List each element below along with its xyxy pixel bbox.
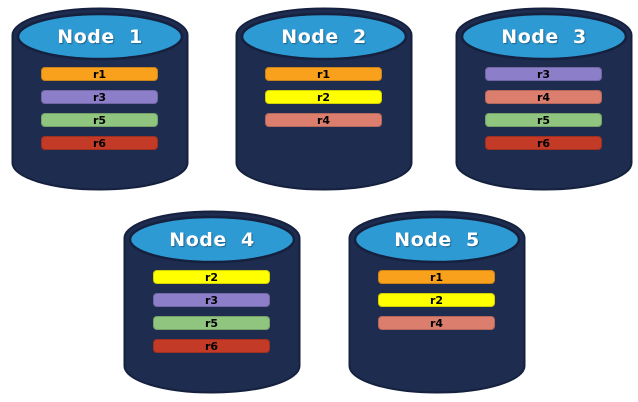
node-3: Node 3 r3 r4 r5 r6 [455,7,633,191]
replica-label: r5 [92,113,107,127]
node-5: Node 5 r1 r2 r4 [348,210,526,394]
replica-label: r2 [316,90,331,104]
replica-bar-r3: r3 [41,90,158,104]
replica-bar-r4: r4 [485,90,602,104]
replica-bar-r5: r5 [485,113,602,127]
replica-label: r2 [204,270,219,284]
node-title: Node 1 [57,26,143,48]
node-title: Node 2 [281,26,367,48]
replica-label: r3 [536,67,551,81]
node-title: Node 3 [501,26,587,48]
replica-label: r4 [316,113,331,127]
replica-label: r3 [204,293,219,307]
replica-bar-r2: r2 [153,270,270,284]
node-2: Node 2 r1 r2 r4 [235,7,413,191]
replica-bar-r5: r5 [41,113,158,127]
replica-bar-r3: r3 [153,293,270,307]
replica-label: r5 [204,316,219,330]
replica-bar-r1: r1 [41,67,158,81]
replica-label: r5 [536,113,551,127]
replica-bar-r5: r5 [153,316,270,330]
replica-label: r6 [204,339,219,353]
replica-bar-r6: r6 [153,339,270,353]
node-title: Node 5 [394,229,480,251]
replica-bar-r1: r1 [265,67,382,81]
replica-label: r1 [429,270,444,284]
replica-bar-r2: r2 [265,90,382,104]
replica-bar-r3: r3 [485,67,602,81]
replica-bar-r2: r2 [378,293,495,307]
replica-label: r6 [536,136,551,150]
replica-bar-r4: r4 [265,113,382,127]
replica-label: r6 [92,136,107,150]
replica-bar-r4: r4 [378,316,495,330]
replica-label: r3 [92,90,107,104]
replica-bar-r1: r1 [378,270,495,284]
node-1: Node 1 r1 r3 r5 r6 [11,7,189,191]
replica-label: r4 [429,316,444,330]
replica-label: r1 [316,67,331,81]
node-4: Node 4 r2 r3 r5 r6 [123,210,301,394]
replica-label: r1 [92,67,107,81]
replica-label: r2 [429,293,444,307]
replica-label: r4 [536,90,551,104]
replica-bar-r6: r6 [485,136,602,150]
node-title: Node 4 [169,229,255,251]
replica-bar-r6: r6 [41,136,158,150]
